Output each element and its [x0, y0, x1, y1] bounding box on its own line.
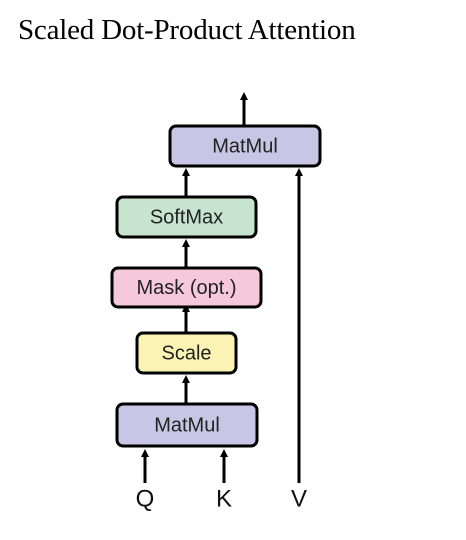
scale-rect	[135, 331, 238, 375]
mask-label: Mask (opt.)	[136, 277, 236, 299]
matmul-bottom-rect	[115, 402, 259, 448]
arrows	[141, 92, 303, 483]
matmul-bottom-label: MatMul	[154, 414, 220, 436]
diagram-title: Scaled Dot-Product Attention	[18, 14, 356, 46]
input-q-label: Q	[136, 485, 155, 512]
matmul-top-box: MatMul	[168, 124, 322, 168]
mask-rect	[110, 266, 263, 309]
input-k-label: K	[216, 485, 232, 512]
softmax-rect	[115, 195, 258, 239]
input-v-label: V	[291, 485, 307, 512]
mask-box: Mask (opt.)	[110, 266, 263, 309]
scale-box: Scale	[135, 331, 238, 375]
softmax-label: SoftMax	[150, 206, 223, 228]
matmul-top-label: MatMul	[212, 135, 278, 157]
scale-label: Scale	[161, 342, 211, 364]
matmul-top-rect	[168, 124, 322, 168]
matmul-bottom-box: MatMul	[115, 402, 259, 448]
softmax-box: SoftMax	[115, 195, 258, 239]
